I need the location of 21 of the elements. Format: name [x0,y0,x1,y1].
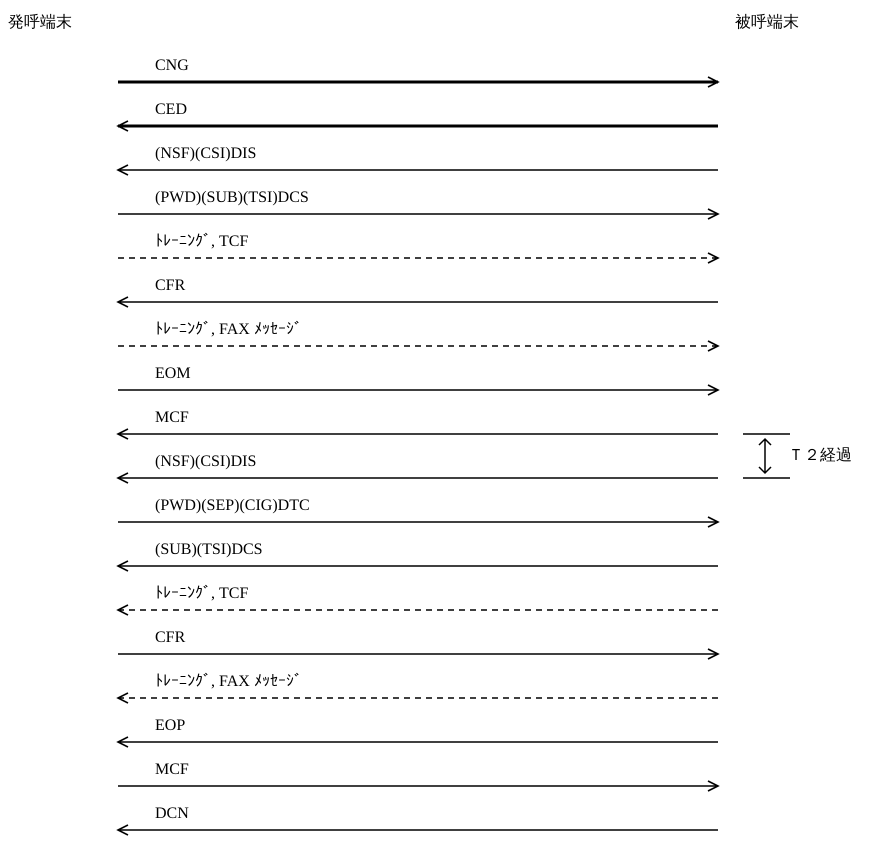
terminal-label: 被呼端末 [735,12,799,32]
message-label: (NSF)(CSI)DIS [155,454,256,470]
message-label: ﾄﾚｰﾆﾝｸﾞ, TCF [155,586,248,602]
message-label: (PWD)(SUB)(TSI)DCS [155,190,309,206]
message-label: CNG [155,58,189,74]
message-label: CFR [155,630,186,646]
message-label: (PWD)(SEP)(CIG)DTC [155,498,310,514]
message-label: MCF [155,762,189,778]
message-label: EOM [155,366,191,382]
terminal-label: 発呼端末 [8,12,72,32]
message-label: DCN [155,806,189,822]
message-label: ﾄﾚｰﾆﾝｸﾞ, FAX ﾒｯｾｰｼﾞ [155,674,302,690]
message-label: CED [155,102,187,118]
message-label: (SUB)(TSI)DCS [155,542,263,558]
message-label: MCF [155,410,189,426]
message-label: (NSF)(CSI)DIS [155,146,256,162]
message-label: EOP [155,718,186,734]
message-label: ﾄﾚｰﾆﾝｸﾞ, FAX ﾒｯｾｰｼﾞ [155,322,302,338]
timer-label: Ｔ２経過 [788,448,852,464]
message-label: ﾄﾚｰﾆﾝｸﾞ, TCF [155,234,248,250]
message-label: CFR [155,278,186,294]
